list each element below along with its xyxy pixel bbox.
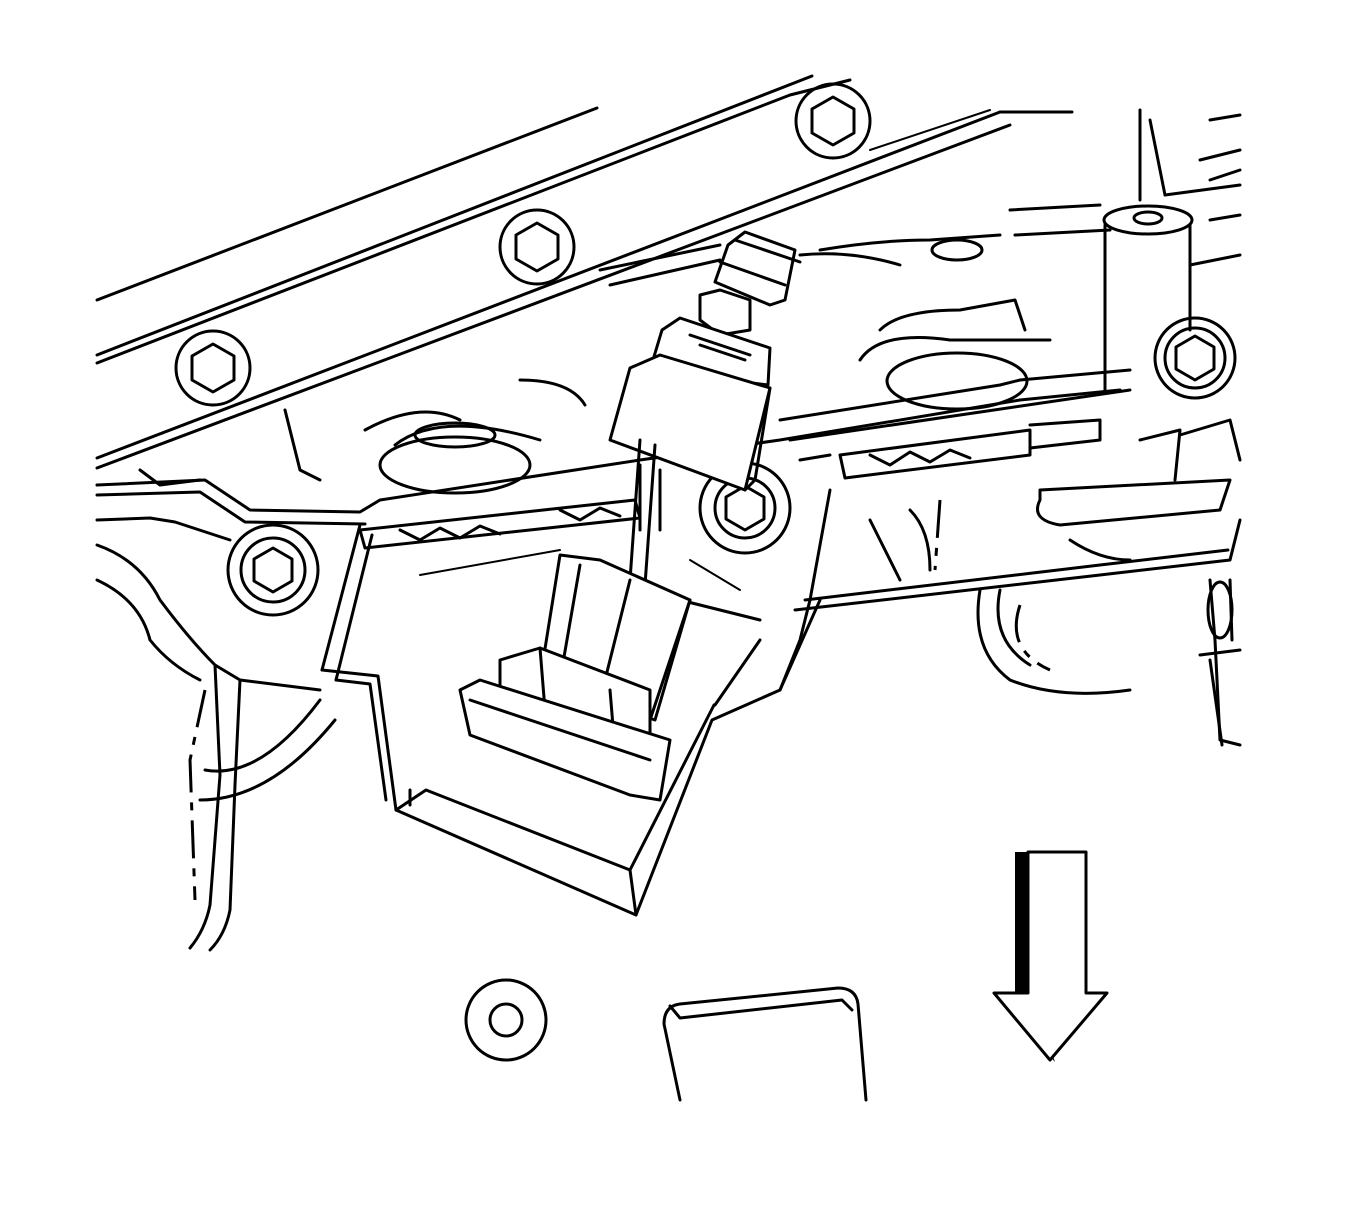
rail-bolt-3 [794, 82, 872, 160]
bracket-bolt-left [226, 523, 320, 617]
mounting-boss [1102, 108, 1242, 392]
pressure-sensor [458, 230, 802, 802]
sensor-mount-tray [320, 488, 832, 917]
bottom-plate [662, 986, 868, 1102]
fuel-rail [95, 74, 1074, 470]
right-bracket [793, 418, 1242, 747]
intake-ports [378, 238, 1029, 495]
rail-bolt-2 [498, 208, 576, 286]
bracket-bolt-right [1153, 316, 1237, 400]
arrow-down-icon [992, 850, 1109, 1062]
washer-icon [464, 978, 548, 1062]
left-hose [95, 543, 337, 952]
wire-harness [358, 418, 1102, 550]
intake-bracket [95, 203, 1132, 542]
rail-bolt-1 [174, 329, 252, 407]
